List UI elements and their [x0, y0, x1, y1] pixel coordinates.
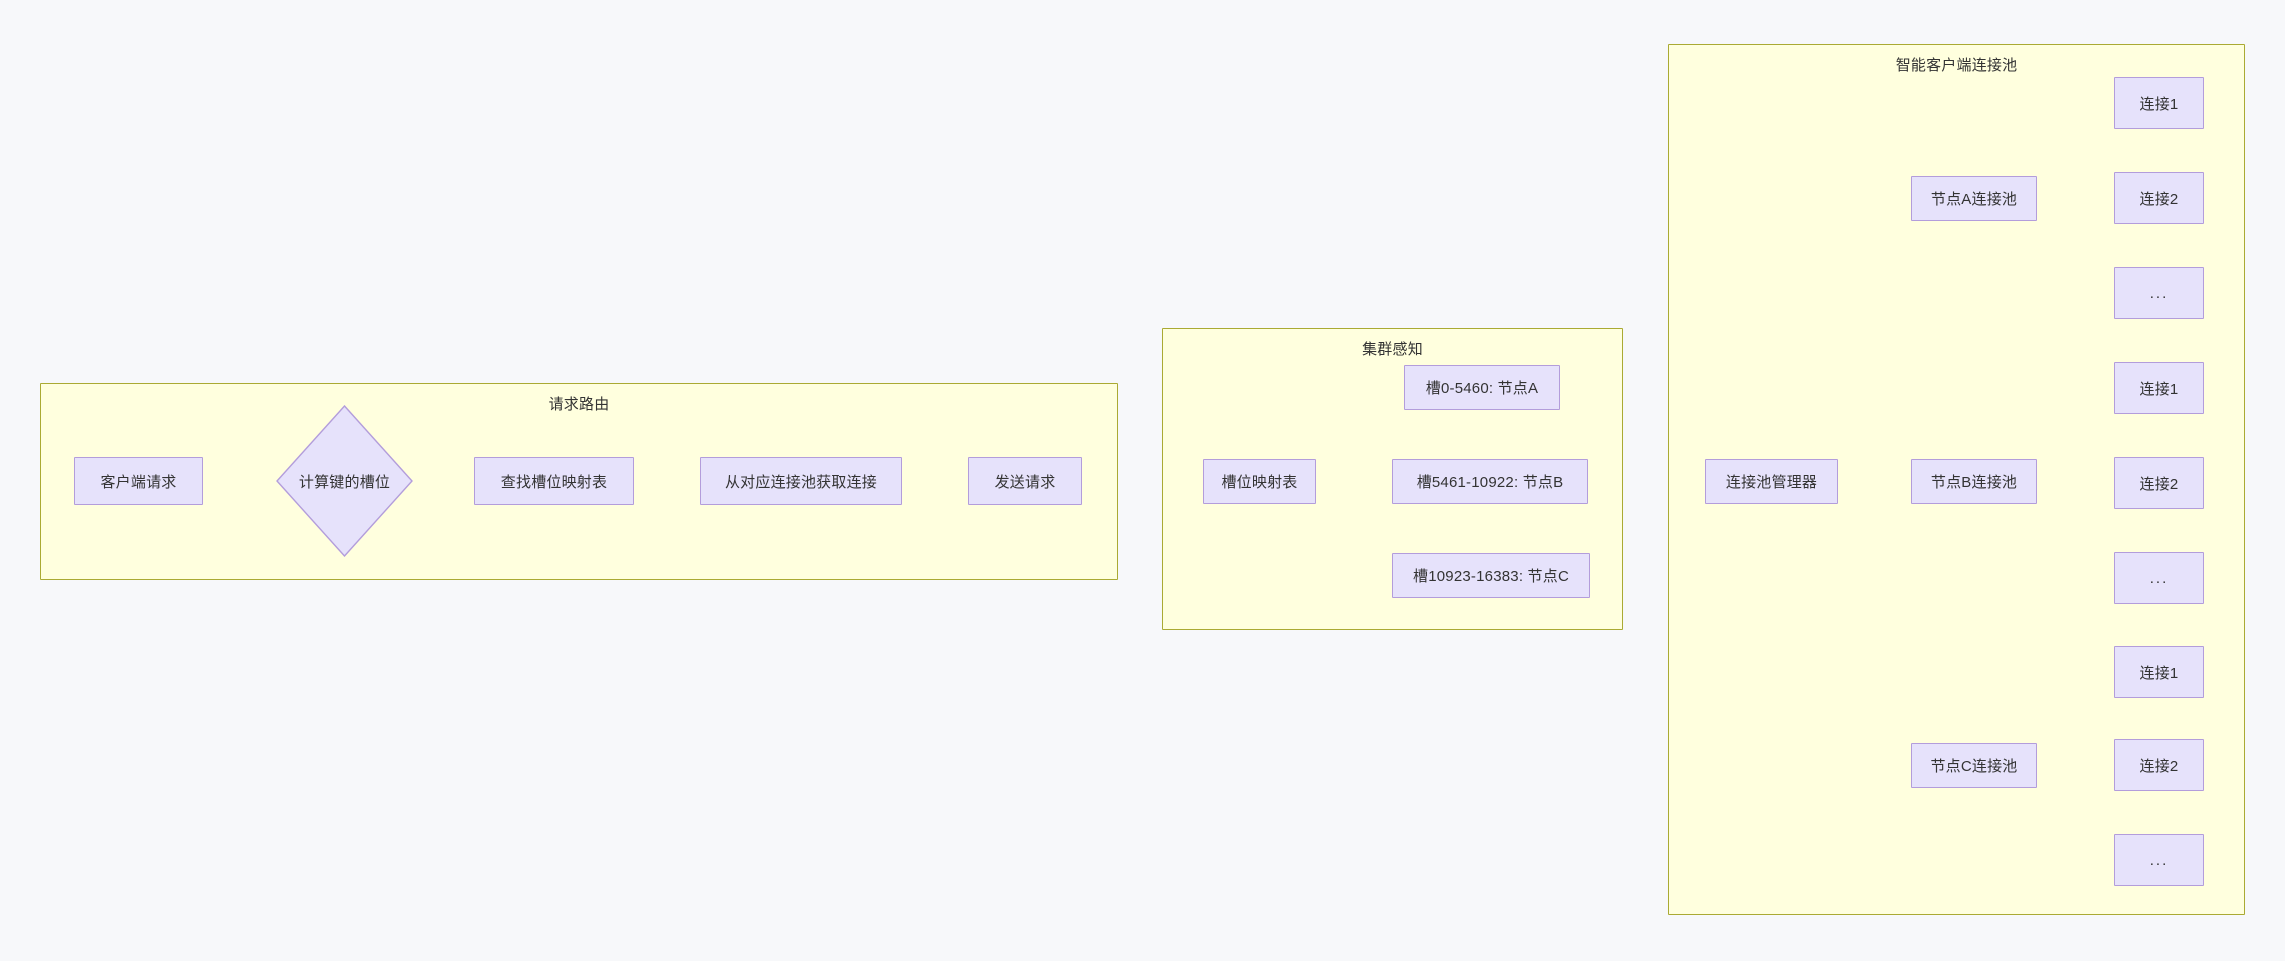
node-conn-a1[interactable]: 连接1	[2114, 77, 2204, 129]
node-get-conn-from-pool[interactable]: 从对应连接池获取连接	[700, 457, 902, 505]
node-client-request[interactable]: 客户端请求	[74, 457, 203, 505]
subgraph-title-smart-client-pool: 智能客户端连接池	[1895, 57, 2018, 74]
node-send-request[interactable]: 发送请求	[968, 457, 1082, 505]
node-conn-b2[interactable]: 连接2	[2114, 457, 2204, 509]
rhombus-shape	[276, 405, 413, 557]
subgraph-title-request-routing: 请求路由	[548, 396, 610, 413]
node-conn-c1[interactable]: 连接1	[2114, 646, 2204, 698]
node-conn-b1[interactable]: 连接1	[2114, 362, 2204, 414]
node-conn-a2[interactable]: 连接2	[2114, 172, 2204, 224]
node-compute-key-slot[interactable]: 计算键的槽位	[276, 405, 413, 557]
node-pool-node-b[interactable]: 节点B连接池	[1911, 459, 2037, 504]
node-conn-a3[interactable]: ...	[2114, 267, 2204, 319]
node-slot-range-c[interactable]: 槽10923-16383: 节点C	[1392, 553, 1590, 598]
node-pool-node-a[interactable]: 节点A连接池	[1911, 176, 2037, 221]
node-slot-range-a[interactable]: 槽0-5460: 节点A	[1404, 365, 1560, 410]
node-compute-key-slot-label: 计算键的槽位	[298, 473, 391, 491]
node-conn-b3[interactable]: ...	[2114, 552, 2204, 604]
node-conn-c3[interactable]: ...	[2114, 834, 2204, 886]
node-pool-node-c[interactable]: 节点C连接池	[1911, 743, 2037, 788]
node-slot-map-table[interactable]: 槽位映射表	[1203, 459, 1316, 504]
node-pool-manager[interactable]: 连接池管理器	[1705, 459, 1838, 504]
subgraph-title-cluster-awareness: 集群感知	[1362, 341, 1423, 358]
node-lookup-slot-map[interactable]: 查找槽位映射表	[474, 457, 634, 505]
node-conn-c2[interactable]: 连接2	[2114, 739, 2204, 791]
node-slot-range-b[interactable]: 槽5461-10922: 节点B	[1392, 459, 1588, 504]
